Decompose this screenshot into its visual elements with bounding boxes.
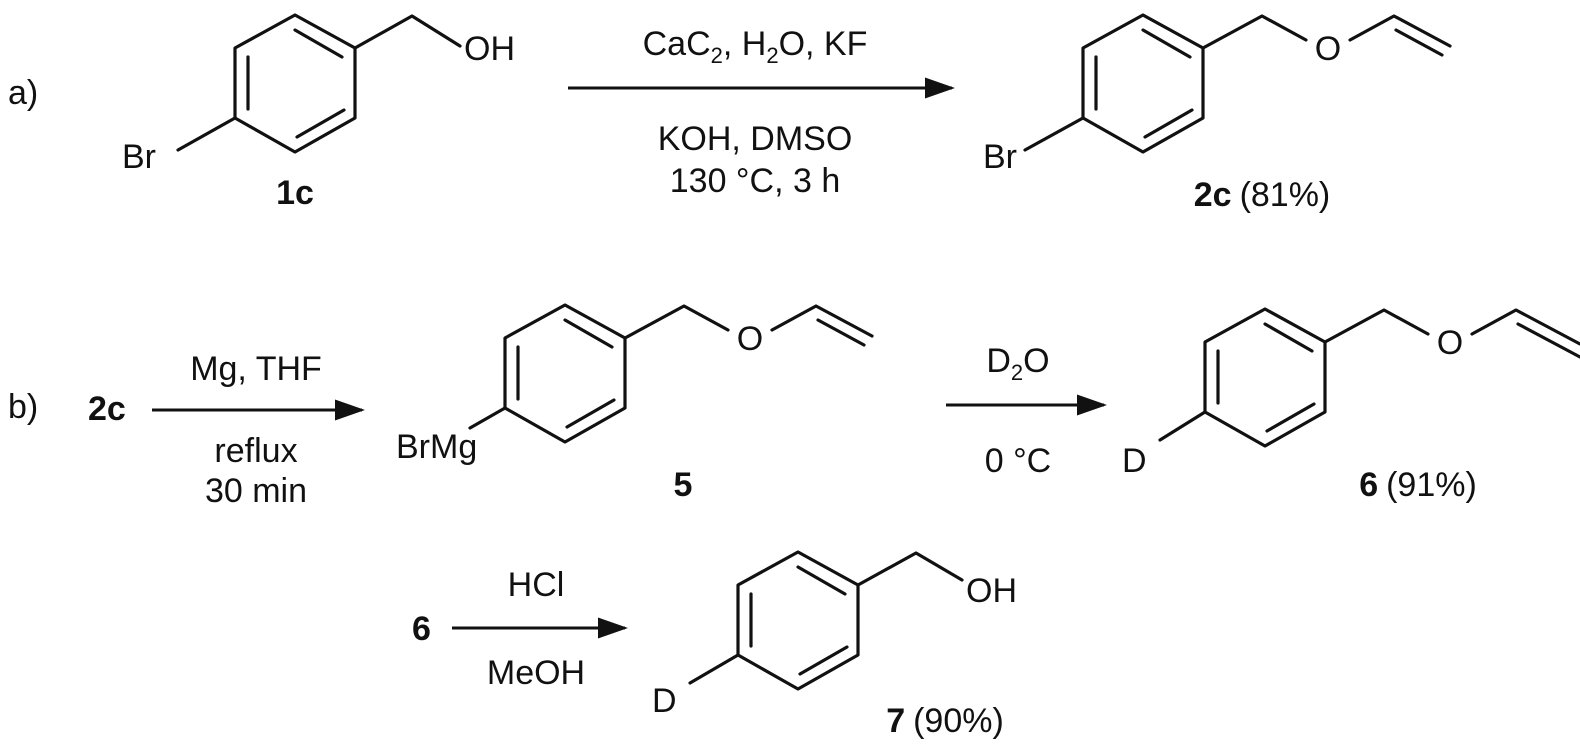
reagents-a: CaC2, H2O, KF <box>643 25 868 68</box>
compound-ref-2c: 2c <box>88 390 126 428</box>
molecule-7-d-label: D <box>652 682 677 720</box>
conditions-b1-line1: reflux <box>214 432 297 470</box>
conditions-b1-line2: 30 min <box>205 472 307 510</box>
molecule-2c <box>1023 13 1452 154</box>
molecule-5-brmg-label: BrMg <box>396 428 477 466</box>
reagent-c: HCl <box>508 566 565 604</box>
part-b-label: b) <box>8 388 38 426</box>
molecule-7-oh-label: OH <box>966 572 1017 610</box>
part-a-label: a) <box>8 74 38 112</box>
molecule-5 <box>468 303 874 444</box>
compound-id-1c: 1c <box>276 174 314 212</box>
compound-ref-6: 6 <box>412 610 431 648</box>
compound-id-6-label: 6(91%) <box>1359 466 1477 504</box>
conditions-a-line2: 130 °C, 3 h <box>670 162 840 200</box>
reagents-b1: Mg, THF <box>190 350 322 388</box>
molecule-6-o-label: O <box>1437 324 1463 362</box>
solvent-c: MeOH <box>487 654 585 692</box>
molecule-5-o-label: O <box>737 320 763 358</box>
molecule-1c <box>176 13 462 154</box>
molecule-6-d-label: D <box>1122 442 1147 480</box>
molecule-7 <box>688 550 964 691</box>
compound-id-5: 5 <box>674 466 693 504</box>
conditions-b2: 0 °C <box>985 442 1052 480</box>
conditions-a-line1: KOH, DMSO <box>658 120 853 158</box>
molecule-6 <box>1158 307 1580 448</box>
compound-id-2c-label: 2c(81%) <box>1194 176 1331 214</box>
molecule-2c-br-label: Br <box>983 138 1017 176</box>
molecule-2c-o-label: O <box>1315 30 1341 68</box>
reagents-b2: D2O <box>986 342 1049 385</box>
molecule-1c-br-label: Br <box>122 138 156 176</box>
molecule-1c-oh-label: OH <box>464 30 515 68</box>
compound-id-7-label: 7(90%) <box>886 702 1004 740</box>
